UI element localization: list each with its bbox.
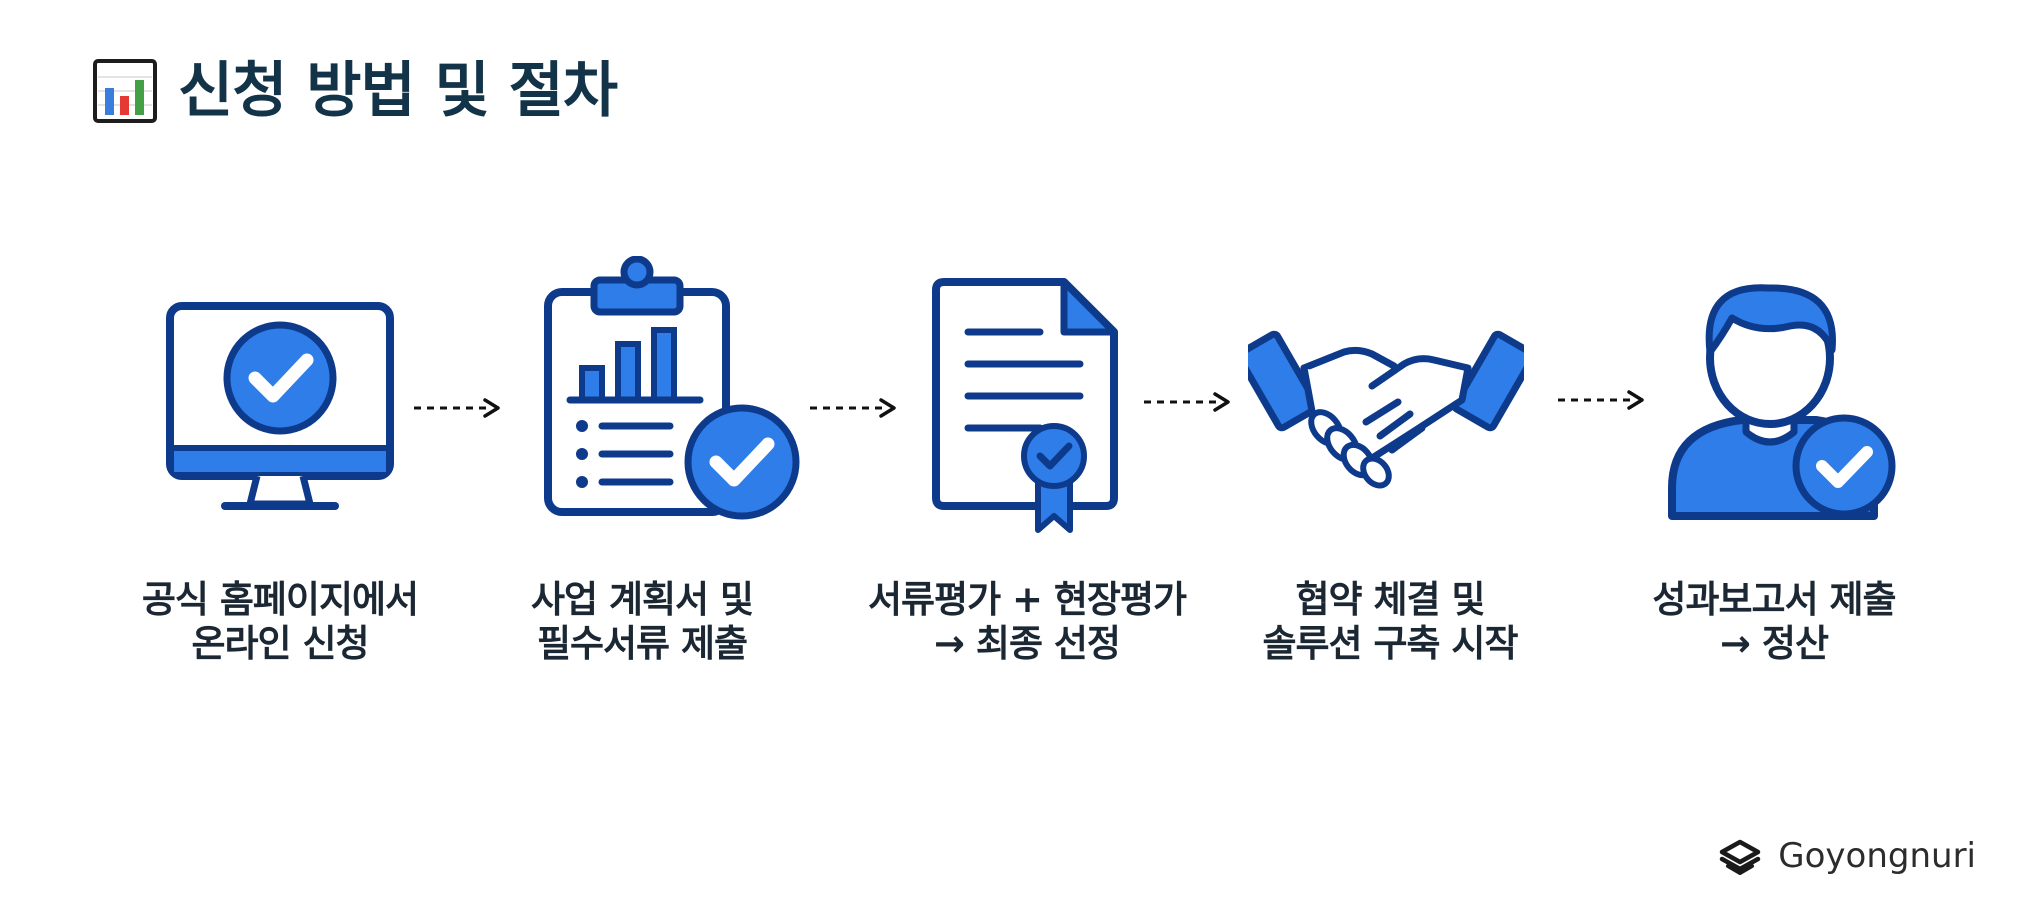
clipboard-chart-check-icon (544, 256, 800, 520)
page-title: 신청 방법 및 절차 (178, 56, 618, 126)
certificate-document-icon (932, 278, 1118, 533)
flow-arrow (414, 398, 500, 418)
handshake-icon (1248, 330, 1524, 489)
brand: Goyongnuri (1718, 834, 1976, 878)
page-header: 신청 방법 및 절차 (92, 56, 618, 126)
person-check-icon (1668, 284, 1896, 520)
step-label: 서류평가 + 현장평가→ 최종 선정 (867, 578, 1187, 665)
brand-name: Goyongnuri (1778, 836, 1976, 876)
goyongnuri-logo (1720, 839, 1761, 875)
flow-arrow (1144, 392, 1230, 412)
bar-chart-icon (93, 59, 157, 123)
monitor-check-icon (166, 302, 394, 510)
flow-arrow (1558, 390, 1644, 410)
flow-arrow (810, 398, 896, 418)
step-label: 성과보고서 제출→ 정산 (1652, 578, 1896, 665)
